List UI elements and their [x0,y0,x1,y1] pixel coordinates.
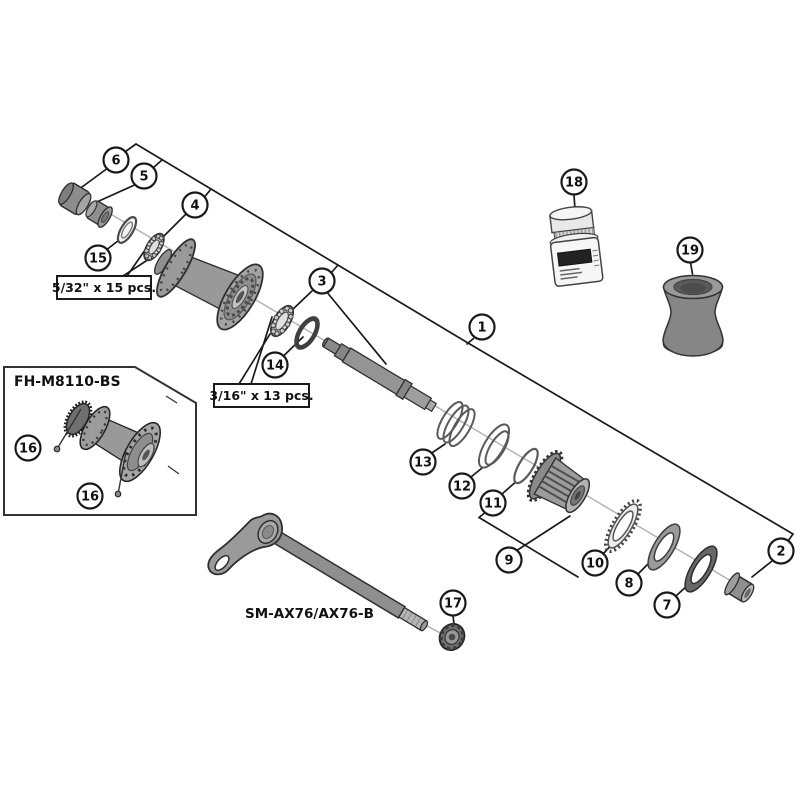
part-ball-retainer-small [143,232,165,262]
part-knurled-nut-17 [438,622,466,652]
callout-17: 17 [439,589,467,617]
callout-1: 1 [468,313,496,341]
callout-19: 19 [676,236,704,264]
part-spring-13 [436,400,476,448]
balls-large-label: 3/16" x 13 pcs. [209,388,313,403]
svg-text:3: 3 [317,275,326,290]
svg-text:11: 11 [484,497,502,512]
callout-13: 13 [409,448,437,476]
balls-small-label: 5/32" x 15 pcs. [52,280,156,295]
svg-text:9: 9 [504,554,513,569]
callout-4: 4 [181,191,209,219]
part-seal-ring-15 [116,216,138,244]
svg-text:18: 18 [565,176,583,191]
inset-box-fh-m8110: FH-M8110-BS [3,366,197,516]
axle-model-label: SM-AX76/AX76-B [245,606,374,622]
part-cone-5 [85,200,113,228]
part-serrated-ring-10 [604,498,642,554]
callout-5: 5 [130,162,158,190]
callout-6: 6 [102,146,130,174]
bracket-elbow-2 [787,533,794,542]
callout-16b: 16 [76,482,104,510]
callout-18: 18 [560,168,588,196]
callout-9: 9 [495,546,523,574]
part-seal-ring-14 [294,315,320,351]
part-freehub-body-9 [526,449,591,514]
part-thru-axle [207,512,429,632]
part-grease-bottle-18 [549,206,604,287]
part-adapter-19 [662,274,724,357]
svg-text:17: 17 [444,597,462,612]
part-snap-ring-11 [513,447,539,485]
callout-8: 8 [615,569,643,597]
svg-text:16: 16 [19,442,37,457]
part-axle-3 [322,337,438,413]
svg-text:2: 2 [776,545,785,560]
svg-text:7: 7 [662,599,671,614]
svg-text:15: 15 [89,252,107,267]
inset-hub-drawing [53,395,180,498]
svg-text:14: 14 [266,359,284,374]
svg-text:8: 8 [624,577,633,592]
callout-14: 14 [261,351,289,379]
svg-text:6: 6 [111,154,120,169]
part-hub-shell-4 [153,238,264,331]
svg-text:13: 13 [414,456,432,471]
part-end-cap-6 [58,182,92,216]
callout-15: 15 [84,244,112,272]
annotation-balls-large: 3/16" x 13 pcs. [209,383,314,408]
callout1-stem [466,337,475,345]
callout-12: 12 [448,472,476,500]
bracket-line-1a [135,143,469,344]
part-washer-8 [647,523,681,571]
part-seal-ring-7 [684,545,718,593]
svg-text:19: 19 [681,244,699,259]
callout-7: 7 [653,591,681,619]
svg-text:16: 16 [81,490,99,505]
callout-2: 2 [767,537,795,565]
svg-text:5: 5 [139,170,148,185]
callout-11: 11 [479,489,507,517]
callout-10: 10 [581,549,609,577]
callouts: 1 2 3 4 5 6 7 8 [14,146,795,619]
bracket-line-1b [467,342,794,535]
part-sleeve-12 [477,423,511,469]
part-ball-retainer-large [269,304,295,338]
callout-3: 3 [308,267,336,295]
leader-lines [40,143,794,625]
inset-model-label: FH-M8110-BS [14,374,121,390]
svg-text:10: 10 [586,557,604,572]
callout-16a: 16 [14,434,42,462]
part-end-cap-2 [724,572,755,603]
annotation-balls-small: 5/32" x 15 pcs. [52,275,156,300]
svg-text:12: 12 [453,480,471,495]
svg-text:1: 1 [477,321,486,336]
svg-text:4: 4 [190,199,199,214]
